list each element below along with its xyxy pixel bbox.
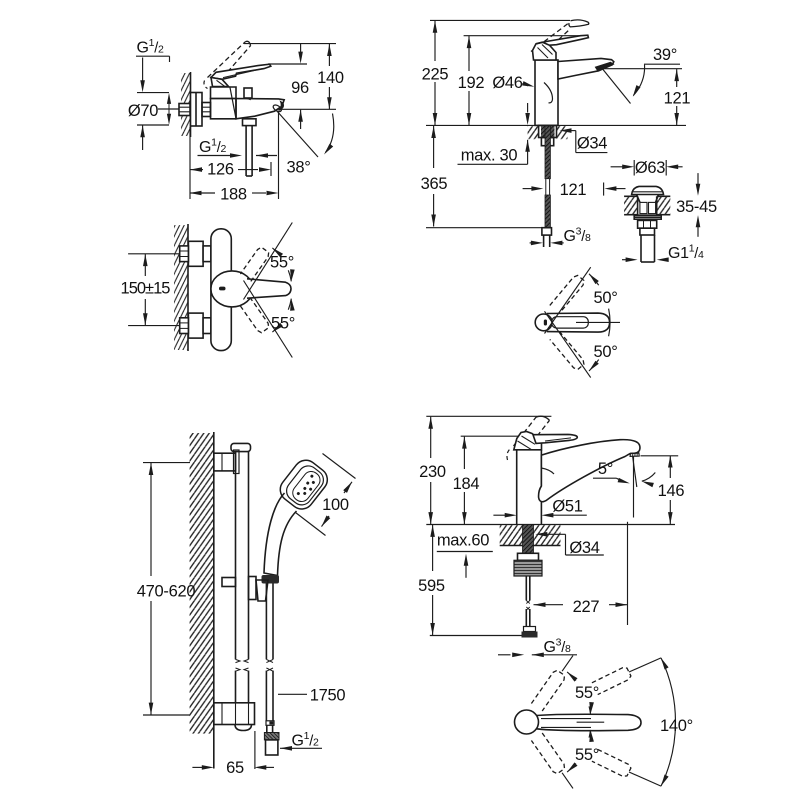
- svg-text:150±15: 150±15: [121, 280, 171, 298]
- svg-text:595: 595: [418, 577, 445, 595]
- svg-text:1750: 1750: [310, 687, 346, 705]
- svg-text:227: 227: [573, 598, 600, 616]
- svg-text:55°: 55°: [270, 254, 294, 272]
- svg-text:Ø51: Ø51: [552, 498, 582, 516]
- svg-text:184: 184: [453, 475, 480, 493]
- svg-text:G1/2: G1/2: [199, 137, 226, 157]
- svg-text:G11/4: G11/4: [668, 243, 704, 263]
- svg-text:192: 192: [458, 74, 485, 92]
- svg-text:Ø46: Ø46: [492, 74, 522, 92]
- svg-text:50°: 50°: [593, 289, 617, 307]
- svg-text:140: 140: [317, 69, 344, 87]
- svg-text:121: 121: [560, 181, 587, 199]
- svg-text:Ø63: Ø63: [635, 159, 665, 177]
- svg-text:365: 365: [421, 175, 448, 193]
- svg-text:121: 121: [664, 90, 691, 108]
- svg-text:55°: 55°: [575, 746, 599, 764]
- svg-text:Ø34: Ø34: [577, 135, 607, 153]
- svg-text:Ø34: Ø34: [569, 539, 599, 557]
- svg-text:140°: 140°: [660, 717, 693, 735]
- svg-text:G3/8: G3/8: [564, 226, 591, 246]
- svg-text:G1/2: G1/2: [292, 730, 319, 750]
- svg-text:G1/2: G1/2: [137, 37, 164, 57]
- svg-text:38°: 38°: [286, 159, 310, 177]
- svg-text:39°: 39°: [653, 46, 677, 64]
- svg-text:100: 100: [322, 496, 349, 514]
- svg-text:5°: 5°: [598, 460, 613, 478]
- svg-text:230: 230: [419, 463, 446, 481]
- svg-text:225: 225: [422, 66, 449, 84]
- svg-text:55°: 55°: [271, 315, 295, 333]
- svg-text:96: 96: [291, 79, 309, 97]
- svg-text:35-45: 35-45: [676, 198, 717, 216]
- svg-text:Ø70: Ø70: [128, 102, 158, 120]
- svg-text:146: 146: [658, 482, 685, 500]
- svg-text:126: 126: [207, 161, 234, 179]
- svg-text:G3/8: G3/8: [544, 637, 571, 657]
- svg-text:65: 65: [226, 759, 244, 777]
- svg-text:max. 30: max. 30: [461, 147, 518, 165]
- svg-text:55°: 55°: [575, 684, 599, 702]
- svg-text:188: 188: [220, 186, 247, 204]
- svg-text:470-620: 470-620: [137, 583, 196, 601]
- svg-text:max.60: max.60: [437, 532, 489, 550]
- svg-text:50°: 50°: [593, 343, 617, 361]
